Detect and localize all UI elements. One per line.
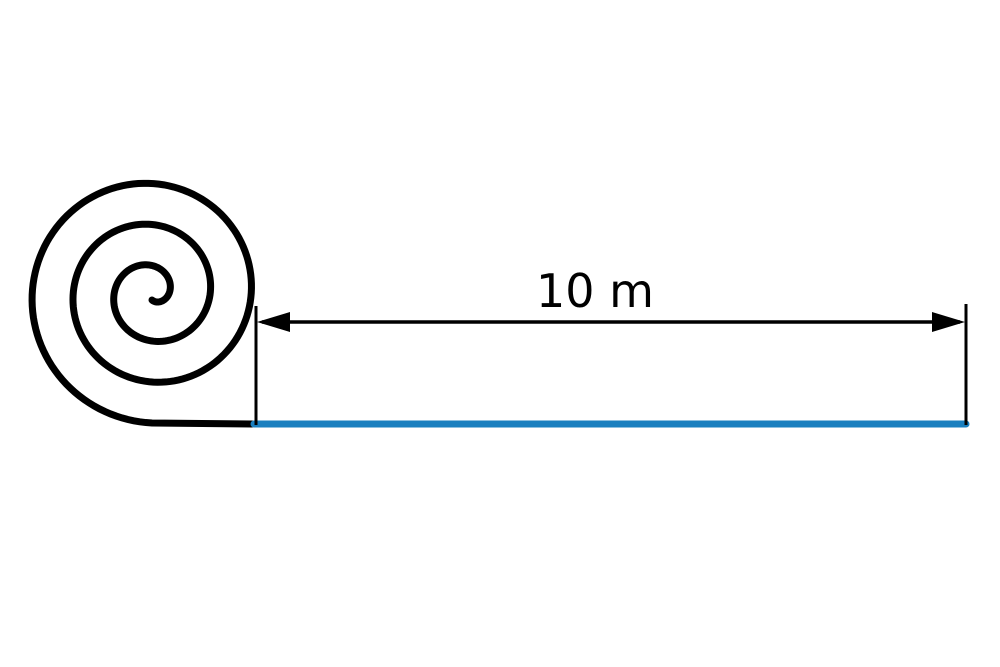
right-arrow-head — [932, 312, 965, 332]
dimension-label: 10 m — [536, 264, 654, 318]
left-arrow-head — [257, 312, 290, 332]
rolled-tape-spiral — [28, 179, 256, 428]
